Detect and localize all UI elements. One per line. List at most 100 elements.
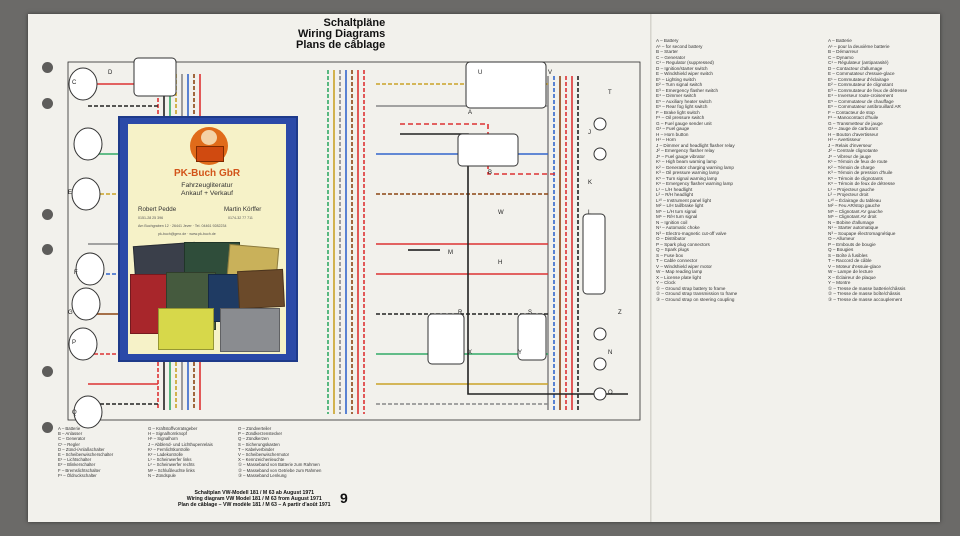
component-label: Y: [518, 350, 522, 356]
lamp-icon: [68, 327, 98, 361]
legend-entry: W – Lampe de lecture: [828, 269, 873, 274]
component-label: V: [548, 70, 552, 76]
legend-entry: ③ – Tresse de masse accouplement: [828, 296, 903, 302]
component-label: X: [468, 350, 472, 356]
manual-photo: [158, 308, 214, 350]
open-book-icon: [196, 146, 224, 162]
legend-entry: Q – Bougies: [828, 247, 854, 252]
legend-entry: E⁶ – Rear fog light switch: [656, 104, 708, 109]
legend-entry: Y – Clock: [656, 280, 676, 285]
legend-entry: Q – Spark plugs: [656, 247, 689, 252]
legend-entry: B – Anlasser: [58, 431, 83, 437]
legend-entry: O – Distributor: [656, 236, 686, 241]
component-label: H: [498, 260, 502, 266]
legend-entry: E¹ – Lichtschalter: [58, 457, 92, 463]
legend-entry: ① – Ground strap battery to frame: [656, 285, 726, 291]
legend-entry: E² – Blinkerschalter: [58, 462, 96, 468]
component-label: W: [498, 210, 504, 216]
legend-entry: G¹ – Jauge de carburant: [828, 126, 878, 131]
binder-hole: [42, 422, 53, 433]
legend-entry: J – Abblend- und Lichthupenrelais: [148, 441, 213, 447]
legend-entry: C¹ – Régulateur (antiparasité): [828, 60, 889, 65]
legend-entry: N¹ – Automatic choke: [656, 225, 700, 230]
wire-main: [400, 133, 628, 395]
legend-entry: A¹ – for second battery: [656, 43, 703, 49]
legend-entry: K¹ – Témoin de feux de route: [828, 159, 888, 164]
legend-entry: J² – Emergency flasher relay: [656, 148, 715, 153]
diagram-frame: [67, 61, 641, 421]
binder-holes: [42, 14, 56, 522]
legend-entry: S – Boîte à fusibles: [828, 252, 868, 258]
legend-entry: K⁵ – Turn signal warning lamp: [656, 175, 718, 181]
legend-entry: X – Éclaireur de plaque: [828, 274, 876, 280]
binder-hole: [42, 209, 53, 220]
legend-entry: Q – Zündkerzen: [238, 436, 269, 442]
legend-entry: F¹ – Oil pressure switch: [656, 115, 705, 120]
legend-entry: L² – Scheinwerfer rechts: [148, 462, 195, 468]
component-label: G: [68, 310, 73, 316]
legend-entry: ③ – Masseband Lenkung: [238, 472, 287, 478]
legend-entry: E⁴ – Dimmer switch: [656, 93, 697, 98]
tagline-literature: Fahrzeugliteratur: [181, 182, 233, 189]
legend-entry: D – Ignition/starter switch: [656, 65, 708, 71]
legend-entry: H¹ – Signalhorn: [148, 436, 178, 442]
legend-entry: E¹ – Lighting switch: [656, 76, 696, 82]
legend-entry: S – Fuse box: [656, 252, 684, 258]
legend-entry: Y – Montre: [828, 280, 851, 285]
contact-name-2: Martin Körffer: [224, 206, 262, 213]
legend-entry: M² – Schlußleuchte links: [148, 467, 195, 473]
legend-entry: S – Sicherungskasten: [238, 441, 280, 447]
component-label: D: [108, 70, 113, 76]
page-number: 9: [340, 490, 348, 506]
legend-entry: K⁶ – Témoin de feux de détresse: [828, 181, 895, 186]
legend-entry: K² – Témoin de charge: [828, 164, 875, 170]
ignition-coil-icon: [427, 313, 465, 365]
starter-icon: [457, 133, 519, 167]
legend-entry: L² – R/H headlight: [656, 192, 694, 197]
legend-entry: H¹ – Horn: [656, 137, 676, 142]
legend-entry: L¹ – Projecteur gauche: [828, 186, 875, 192]
manual-photo: [220, 308, 280, 352]
manual-photo: [237, 268, 285, 310]
legend-entry: F¹ – Öldruckschalter: [58, 472, 97, 478]
contact-phone-1: 0151-28 25 396: [138, 216, 164, 220]
legend-entry: E² – Commutateur de clignotant: [828, 82, 893, 87]
legend-entry: G – Kraftstoffvorratsgeber: [148, 426, 198, 431]
contact-phone-2: 0174-32 77 711: [228, 216, 253, 220]
component-label: B: [488, 170, 492, 176]
component-label: K: [588, 180, 592, 186]
legend-entry: E⁶ – Commutateur antibrouillard AR: [828, 104, 901, 109]
legend-entry: E – Scheibenwischerschalter: [58, 452, 114, 457]
legend-entry: J⁶ – Vibreur de jauge: [828, 153, 871, 159]
title-de: Schaltpläne: [323, 17, 386, 29]
component-label: F: [74, 270, 78, 276]
legend-entry: V – Moteur d'essuie-glace: [828, 263, 881, 269]
caption-fr: Plan de câblage – VW modèle 181 / M 63 –…: [178, 502, 331, 508]
legend-entry: P – Spark plug connectors: [656, 241, 710, 247]
legend-entry: C¹ – Regler: [58, 441, 80, 447]
legend-entry: O – Allumeur: [828, 236, 855, 241]
legend-entry: E⁵ – Auxiliary heater switch: [656, 98, 712, 104]
legend-entry: ② – Masseband von Getriebe zum Rahmen: [238, 467, 322, 473]
legend-entry: ② – Ground strap transmission to frame: [656, 291, 738, 296]
legend-entry: F – Brake light switch: [656, 109, 700, 115]
legend-entry: ① – Tresse de masse batterie/châssis: [828, 285, 906, 291]
legend-entry: T – Cable connector: [656, 258, 698, 263]
legend-entry: A¹ – pour la deuxième batterie: [828, 43, 890, 49]
switch-icon: [593, 117, 607, 131]
legend-entry: K⁶ – Emergency flasher warning lamp: [656, 181, 733, 186]
legend-entry: F – Contacteur de stop: [828, 109, 875, 115]
legend-entry: T – Kabelverbinder: [238, 446, 275, 452]
binder-hole: [42, 244, 53, 255]
caption-en: Wiring diagram VW Model 181 / M 63 from …: [186, 496, 322, 502]
component-label: C: [72, 80, 77, 86]
component-label: Z: [618, 310, 622, 316]
legend-entry: C – Generator: [58, 436, 86, 442]
legend-entry: E – Commutateur d'essuie-glace: [828, 71, 895, 76]
legend-entry: J – Relais d'inverseur: [828, 142, 872, 148]
card-face: PK-Buch GbR Fahrzeugliteratur Ankauf + V…: [128, 124, 286, 354]
component-label: E: [68, 190, 72, 196]
component-label: Q: [72, 410, 77, 416]
